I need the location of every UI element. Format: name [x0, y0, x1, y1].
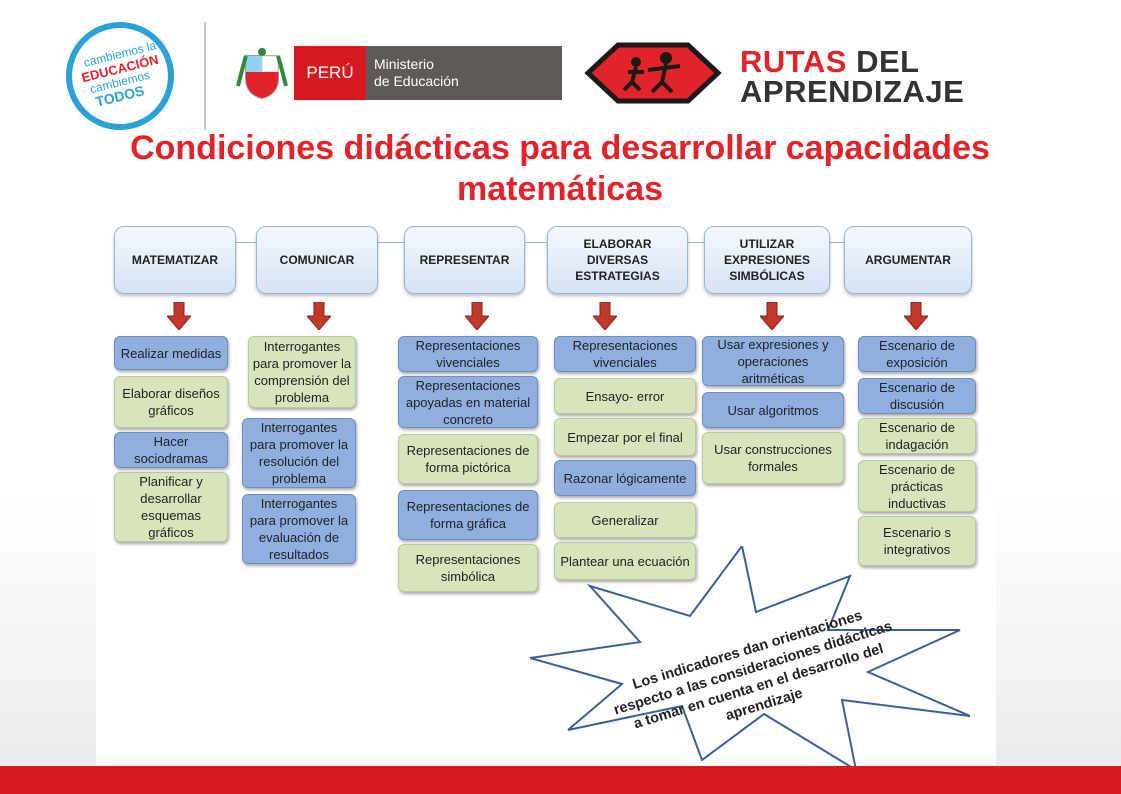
item-plantear-ecuacion: Plantear una ecuación — [554, 542, 696, 580]
item-estr-vivenciales: Representaciones vivenciales — [554, 336, 696, 372]
item-escenario-exposicion: Escenario de exposición — [858, 336, 976, 372]
down-arrow-icon — [307, 302, 331, 330]
peru-coat-of-arms-icon — [236, 48, 288, 100]
header-matematizar: MATEMATIZAR — [114, 226, 236, 294]
item-usar-expresiones: Usar expresiones y operaciones aritmétic… — [702, 336, 844, 386]
ministerio-label: Ministerio de Educación — [366, 46, 562, 100]
rutas-word: RUTAS — [740, 44, 847, 79]
header-divider — [204, 22, 206, 130]
header-connector — [688, 242, 704, 243]
header-argumentar: ARGUMENTAR — [844, 226, 972, 294]
item-repr-vivenciales: Representaciones vivenciales — [398, 336, 538, 372]
down-arrow-icon — [593, 302, 617, 330]
item-hacer-sociodramas: Hacer sociodramas — [114, 432, 228, 468]
item-repr-simbolica: Representaciones simbólica — [398, 544, 538, 592]
down-arrow-icon — [465, 302, 489, 330]
rutas-diamond-logo-icon — [584, 42, 722, 104]
item-interrogantes-evaluacion: Interrogantes para promover la evaluació… — [242, 494, 356, 564]
item-ensayo-error: Ensayo- error — [554, 378, 696, 414]
starburst-callout-shape — [530, 546, 970, 770]
item-interrogantes-resolucion: Interrogantes para promover la resolució… — [242, 418, 356, 488]
item-usar-algoritmos: Usar algoritmos — [702, 392, 844, 428]
item-planificar-esquemas: Planificar y desarrollar esquemas gráfic… — [114, 472, 228, 542]
item-realizar-medidas: Realizar medidas — [114, 336, 228, 370]
item-usar-construcciones: Usar construcciones formales — [702, 432, 844, 484]
item-razonar-logicamente: Razonar lógicamente — [554, 460, 696, 496]
ministerio-line-1: Ministerio — [374, 56, 434, 72]
aprendizaje-word: APRENDIZAJE — [740, 74, 965, 109]
diagram-panel: MATEMATIZAR COMUNICAR REPRESENTAR ELABOR… — [96, 210, 996, 770]
header-connector — [525, 242, 547, 243]
item-repr-grafica: Representaciones de forma gráfica — [398, 490, 538, 540]
header-representar: REPRESENTAR — [404, 226, 525, 294]
header-elaborar-estrategias: ELABORAR DIVERSAS ESTRATEGIAS — [547, 226, 688, 294]
footer-red-bar — [0, 766, 1121, 794]
ministerio-line-2: de Educación — [374, 73, 459, 89]
item-generalizar: Generalizar — [554, 502, 696, 538]
page-title-line2: matemáticas — [456, 170, 663, 208]
item-escenario-practicas: Escenario de prácticas inductivas — [858, 460, 976, 512]
cambiemos-educacion-logo: cambiemos la EDUCACIÓN cambiemos TODOS — [66, 22, 174, 130]
item-escenario-integrativos: Escenario s integrativos — [858, 516, 976, 566]
down-arrow-icon — [904, 302, 928, 330]
item-escenario-discusion: Escenario de discusión — [858, 378, 976, 414]
down-arrow-icon — [760, 302, 784, 330]
rutas-title-line1: RUTAS DEL — [740, 46, 920, 77]
page-title-line1: Condiciones didácticas para desarrollar … — [130, 129, 990, 167]
item-interrogantes-comprension: Interrogantes para promover la comprensi… — [248, 336, 356, 408]
item-elaborar-disenos: Elaborar diseños gráficos — [114, 376, 228, 428]
item-repr-material-concreto: Representaciones apoyadas en material co… — [398, 376, 538, 428]
header-comunicar: COMUNICAR — [256, 226, 378, 294]
header-connector — [236, 242, 256, 243]
item-escenario-indagacion: Escenario de indagación — [858, 418, 976, 454]
header-connector — [378, 242, 404, 243]
item-empezar-final: Empezar por el final — [554, 418, 696, 456]
item-repr-pictorica: Representaciones de forma pictórica — [398, 434, 538, 484]
down-arrow-icon — [167, 302, 191, 330]
peru-label: PERÚ — [294, 46, 366, 100]
page-title: Condiciones didácticas para desarrollar … — [60, 128, 1060, 210]
header-connector — [830, 242, 844, 243]
header-utilizar-expresiones: UTILIZAR EXPRESIONES SIMBÓLICAS — [704, 226, 830, 294]
del-word: DEL — [856, 44, 920, 79]
